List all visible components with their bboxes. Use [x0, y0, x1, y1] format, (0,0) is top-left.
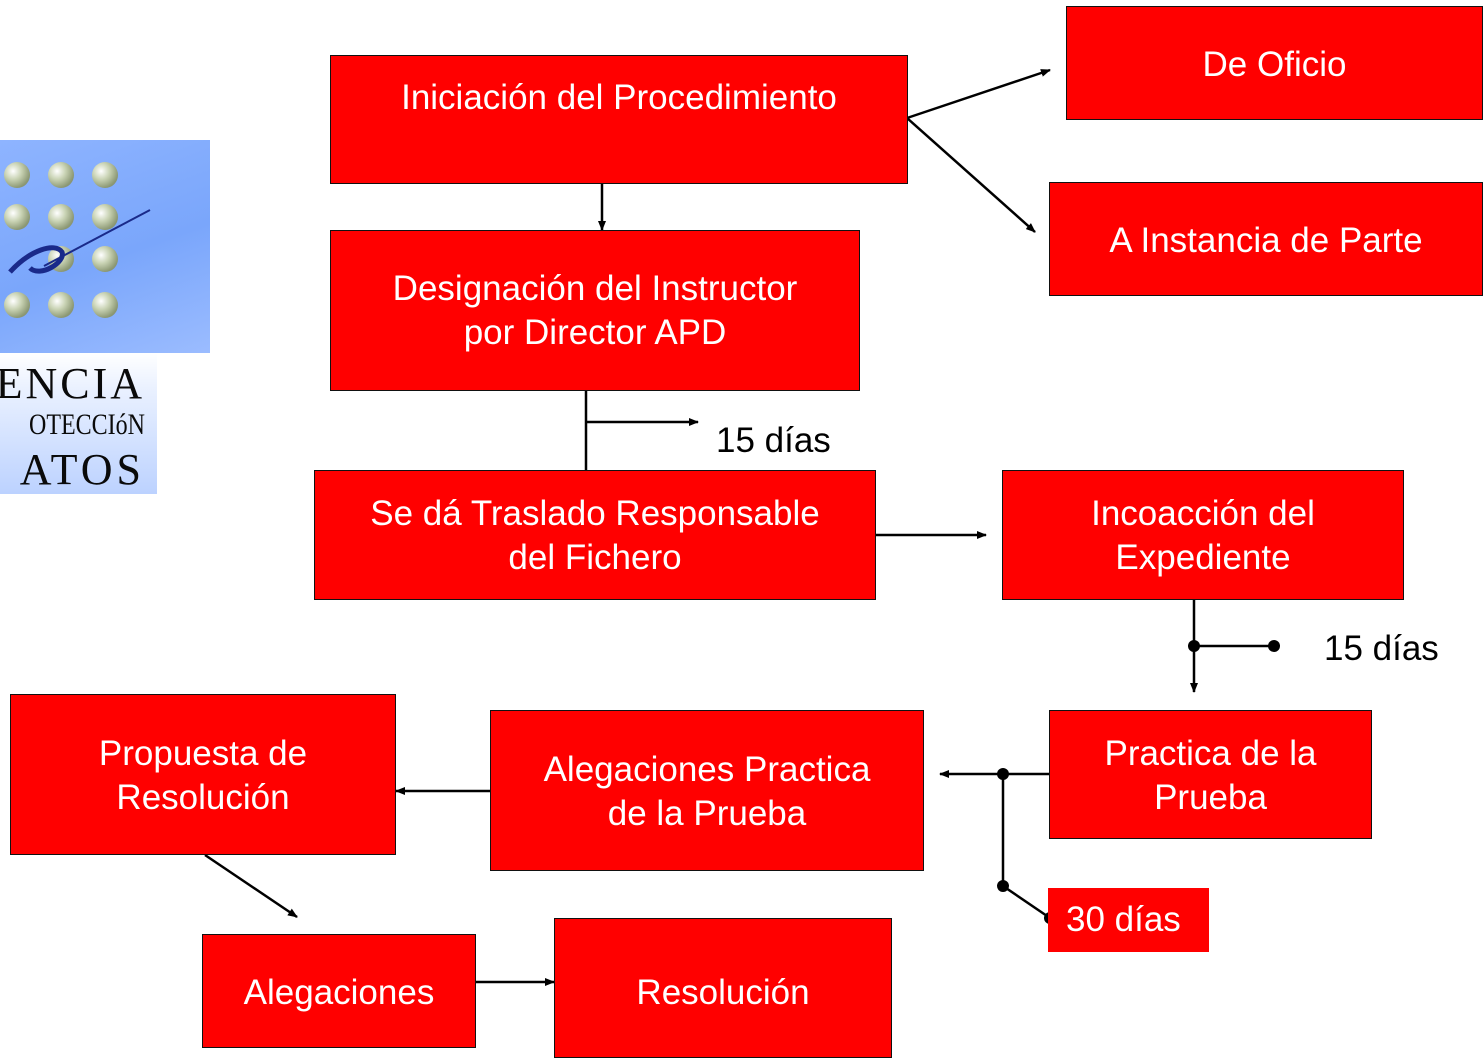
box-a-instancia: A Instancia de Parte: [1049, 182, 1483, 296]
apd-logo: ENCIA OTECCIóN ATOS: [0, 140, 210, 494]
box-incoaccion: Incoacción del Expediente: [1002, 470, 1404, 600]
box-resolucion-label: Resolución: [636, 973, 810, 1012]
box-designacion: Designación del Instructor por Director …: [330, 230, 860, 391]
arrow-to-de-oficio: [906, 68, 1051, 120]
dot-junction-30-dias: [997, 880, 1009, 892]
box-iniciacion-label: Iniciación del Procedimiento: [401, 78, 837, 117]
box-iniciacion: Iniciación del Procedimiento: [330, 55, 908, 184]
box-de-oficio-label: De Oficio: [1202, 45, 1347, 84]
logo-wordmark: ENCIA OTECCIóN ATOS: [0, 354, 157, 494]
logo-dot-grid: [0, 140, 210, 353]
box-incoaccion-label: Incoacción del Expediente: [1091, 494, 1315, 577]
time-label-15-dias-2: 15 días: [1324, 629, 1439, 668]
box-alegaciones-practica: Alegaciones Practica de la Prueba: [490, 710, 924, 871]
box-traslado: Se dá Traslado Responsable del Fichero: [314, 470, 876, 600]
dot-junction-incoaccion: [1188, 640, 1200, 652]
box-traslado-label: Se dá Traslado Responsable del Fichero: [370, 494, 820, 577]
logo-line-3: ATOS: [19, 445, 145, 494]
logo-line-2: OTECCIóN: [29, 408, 145, 441]
box-propuesta: Propuesta de Resolución: [10, 694, 396, 855]
time-label-30-dias: 30 días: [1048, 888, 1209, 952]
dot-end-15-dias: [1268, 640, 1280, 652]
arrow-to-a-instancia: [906, 117, 1036, 233]
branch-30-dias-diagonal: [1002, 884, 1051, 920]
box-practica-label: Practica de la Prueba: [1104, 734, 1317, 817]
arrow-to-alegaciones: [204, 853, 298, 919]
box-alegaciones: Alegaciones: [202, 934, 476, 1048]
box-alegaciones-practica-label: Alegaciones Practica de la Prueba: [543, 750, 871, 833]
logo-text-panel: [0, 353, 157, 494]
time-label-15-dias-1: 15 días: [716, 421, 831, 460]
box-a-instancia-label: A Instancia de Parte: [1109, 221, 1423, 260]
box-propuesta-label: Propuesta de Resolución: [98, 734, 308, 817]
logo-line-1: ENCIA: [0, 359, 145, 408]
box-designacion-label: Designación del Instructor por Director …: [392, 269, 798, 352]
box-practica: Practica de la Prueba: [1049, 710, 1372, 839]
box-alegaciones-label: Alegaciones: [243, 973, 435, 1012]
box-de-oficio: De Oficio: [1066, 6, 1483, 120]
dot-junction-practica: [997, 768, 1009, 780]
box-resolucion: Resolución: [554, 918, 892, 1058]
